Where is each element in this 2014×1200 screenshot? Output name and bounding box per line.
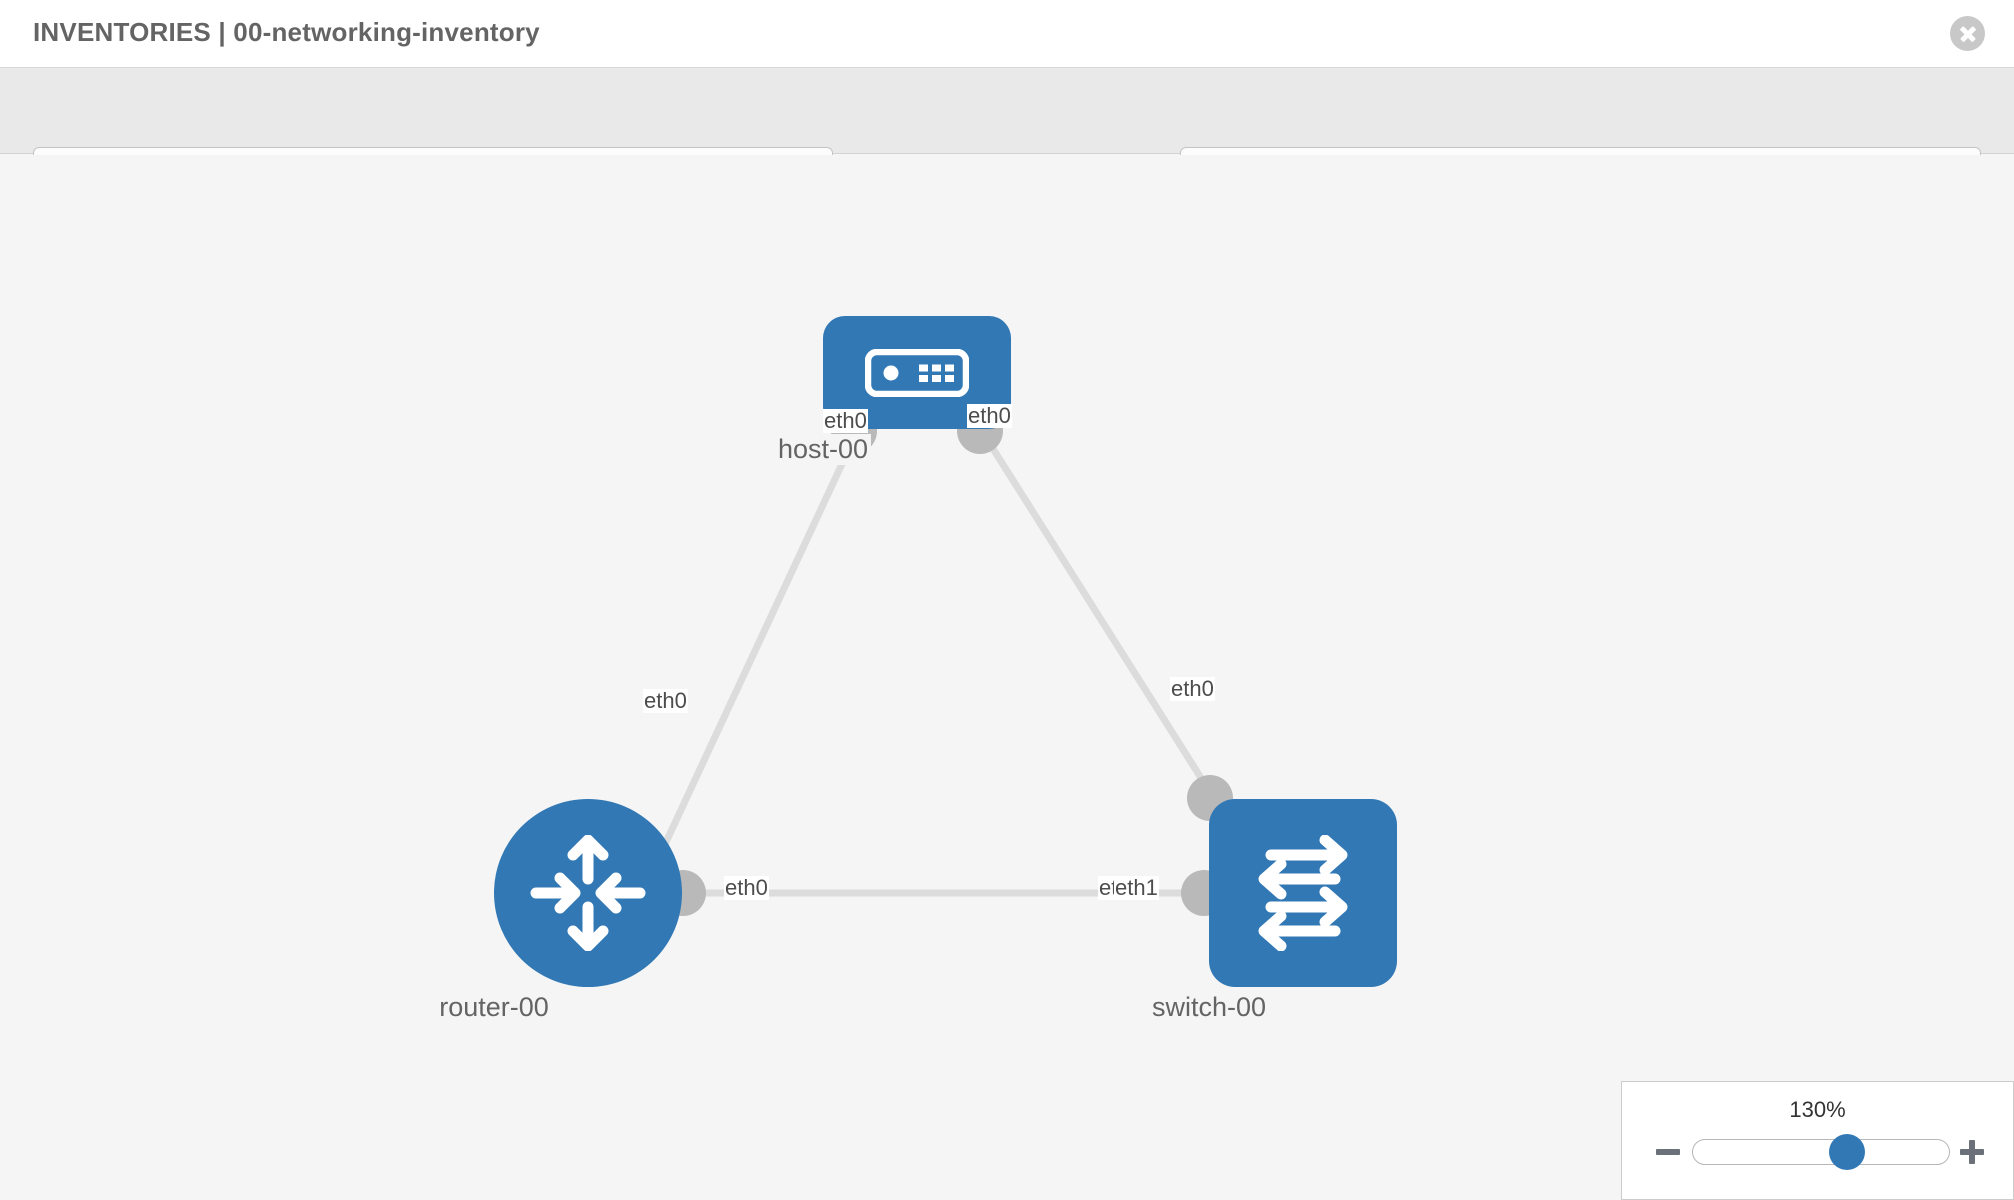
zoom-control-panel: 130% bbox=[1621, 1081, 2014, 1200]
node-label-switch-00: switch-00 bbox=[1148, 992, 1270, 1023]
edge-host-switch bbox=[982, 434, 1235, 829]
topology-edges bbox=[656, 434, 1235, 897]
router-node-shape[interactable] bbox=[494, 799, 682, 987]
title-bar: INVENTORIES | 00-networking-inventory bbox=[0, 0, 2014, 68]
topology-canvas[interactable]: host-00 bbox=[0, 155, 2014, 1200]
switch-bidirectional-arrows-icon bbox=[1258, 835, 1348, 951]
toolbar: ACTIONS SEARCH bbox=[0, 68, 2014, 201]
iface-label-router-up: eth0 bbox=[643, 688, 688, 713]
iface-label-host-left: eth0 bbox=[823, 408, 868, 433]
node-label-router-00: router-00 bbox=[436, 992, 552, 1023]
router-four-arrows-icon bbox=[530, 835, 646, 951]
iface-label-switch-up: eth0 bbox=[1170, 676, 1215, 701]
switch-node-shape[interactable] bbox=[1209, 799, 1397, 987]
iface-label-host-right: eth0 bbox=[967, 403, 1012, 428]
node-label-host-00: host-00 bbox=[774, 434, 872, 465]
zoom-level-value: 130% bbox=[1789, 1097, 1846, 1122]
zoom-out-button[interactable] bbox=[1654, 1138, 1682, 1166]
close-icon[interactable] bbox=[1950, 16, 1985, 51]
iface-label-switch-left: eth1 bbox=[1114, 875, 1159, 900]
edge-host-router bbox=[656, 434, 859, 857]
page-title: INVENTORIES | 00-networking-inventory bbox=[33, 17, 540, 47]
zoom-slider-thumb[interactable] bbox=[1828, 1134, 1865, 1170]
server-appliance-icon bbox=[865, 348, 969, 397]
zoom-slider-track[interactable] bbox=[1692, 1134, 1950, 1170]
iface-label-router-right: eth0 bbox=[724, 875, 769, 900]
zoom-in-button[interactable] bbox=[1958, 1138, 1986, 1166]
